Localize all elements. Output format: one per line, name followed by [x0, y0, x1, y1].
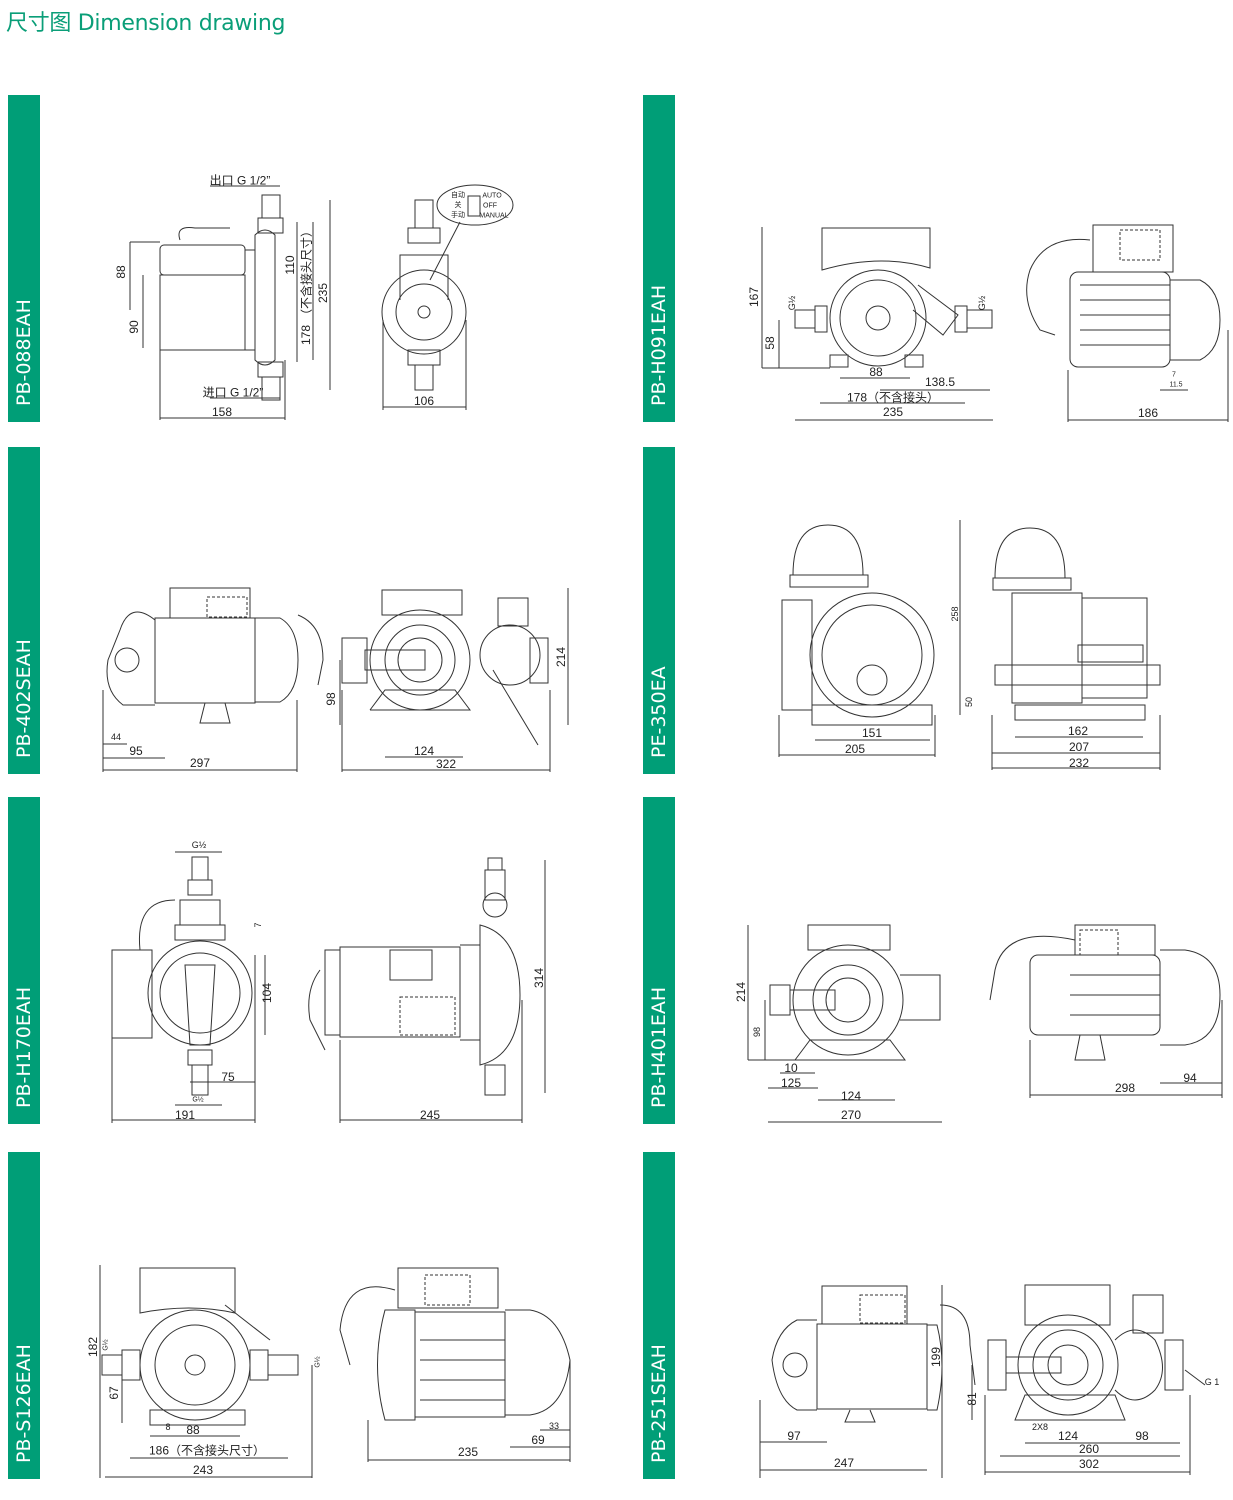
dimension-label: 178（不含接头） [846, 390, 940, 405]
dimension-label: 314 [532, 967, 546, 989]
inlet-label: 进口 G 1/2” [202, 385, 264, 400]
dimension-label: 88 [869, 365, 883, 379]
dimension-note: （不含接头尺寸） [299, 224, 314, 322]
model-banner: PB-S126EAH [8, 1152, 40, 1479]
dimension-label: 186（不含接头尺寸） [148, 1443, 266, 1458]
thread-label: G½ [192, 1096, 204, 1104]
dimension-label: 97 [787, 1429, 801, 1443]
thread-label: G½ [314, 1356, 322, 1368]
outlet-label: 出口 G 1/2” [209, 173, 271, 188]
dimension-label: 69 [531, 1433, 545, 1447]
thread-label: G½ [977, 295, 987, 311]
model-banner: PB-088EAH [8, 95, 40, 422]
model-banner: PE-350EA [643, 447, 675, 774]
switch-label: 手动 [451, 212, 465, 219]
pump-drawing-pb-s126eah [99, 1265, 571, 1478]
dimension-label: 297 [189, 756, 211, 770]
dimension-label: 235 [316, 282, 330, 304]
switch-label: 关 [454, 202, 462, 209]
dimension-label: 124 [840, 1089, 862, 1103]
dimension-label: 232 [1068, 756, 1090, 770]
model-banner: PB-H401EAH [643, 797, 675, 1124]
dimension-label: 44 [110, 732, 122, 742]
dimension-label: 7 [253, 922, 263, 928]
model-banner: PB-402SEAH [8, 447, 40, 774]
pump-drawing-pe-350ea [778, 520, 1161, 770]
dimension-label: 67 [107, 1386, 121, 1400]
pump-drawing-pb-h170eah [111, 851, 546, 1123]
dimension-label: 75 [221, 1070, 235, 1084]
dimension-label: 88 [114, 265, 128, 279]
dimension-label: 94 [1183, 1071, 1197, 1085]
dimension-label: 167 [747, 286, 761, 308]
dimension-label: 178 [299, 324, 313, 346]
dimension-label: 182 [86, 1336, 100, 1358]
dimension-label: 7 [1172, 371, 1176, 379]
dimension-label: 106 [413, 394, 435, 408]
thread-label: G½ [102, 1339, 110, 1351]
thread-label: G½ [787, 295, 797, 311]
dimension-label: 124 [1057, 1429, 1079, 1443]
dimension-label: 98 [324, 692, 338, 706]
dimension-label: 186 [1137, 406, 1159, 420]
dimension-label: 104 [260, 982, 274, 1004]
pump-drawing-pb-088eah [129, 184, 514, 420]
model-banner: PB-251SEAH [643, 1152, 675, 1479]
thread-label: G 1 [1204, 1377, 1220, 1387]
dimension-label: 235 [882, 405, 904, 419]
dimension-label: 58 [763, 336, 777, 350]
pump-drawing-pb-402seah [102, 587, 569, 772]
dimension-label: 205 [844, 742, 866, 756]
dimension-label: 207 [1068, 740, 1090, 754]
dimension-label: 10 [784, 1061, 798, 1075]
switch-label: 自动 [451, 192, 465, 199]
pump-drawing-pb-h091eah [761, 224, 1229, 422]
dimension-label: 33 [548, 1421, 560, 1431]
switch-label: AUTO [482, 192, 502, 200]
dimension-label: 158 [211, 405, 233, 419]
dimension-label: 88 [186, 1423, 200, 1437]
switch-label: OFF [483, 202, 497, 210]
dimension-label: 162 [1067, 724, 1089, 738]
dimension-label: 81 [965, 1392, 979, 1406]
dimension-label: 214 [554, 646, 568, 668]
dimension-label: 11.5 [1169, 381, 1183, 389]
page-title: 尺寸图 Dimension drawing [6, 11, 286, 36]
dimension-label: 98 [752, 1026, 762, 1038]
model-banner: PB-H170EAH [8, 797, 40, 1124]
dimension-label: 90 [127, 320, 141, 334]
model-banner: PB-H091EAH [643, 95, 675, 422]
dimension-label: 124 [413, 744, 435, 758]
dimension-label: 2X8 [1031, 1422, 1049, 1432]
dimension-label: 247 [833, 1456, 855, 1470]
dimension-label: 50 [964, 696, 974, 708]
pump-drawing-pb-h401eah [747, 924, 1223, 1123]
dimension-label: 245 [419, 1108, 441, 1122]
dimension-label: 151 [861, 726, 883, 740]
dimension-label: 260 [1078, 1442, 1100, 1456]
dimension-label: 235 [457, 1445, 479, 1459]
dimension-label: 8 [165, 1422, 171, 1432]
dimension-label: 298 [1114, 1081, 1136, 1095]
dimension-label: 98 [1135, 1429, 1149, 1443]
dimension-label: 110 [283, 255, 297, 275]
dimension-label: 95 [129, 744, 143, 758]
thread-label: G½ [191, 840, 207, 850]
dimension-label: 258 [950, 606, 960, 622]
dimension-label: 302 [1078, 1457, 1100, 1471]
dimension-label: 322 [435, 757, 457, 771]
pump-drawing-pb-251seah [759, 1284, 1206, 1478]
dimension-label: 191 [174, 1108, 196, 1122]
dimension-label: 243 [192, 1463, 214, 1477]
dimension-label: 125 [780, 1076, 802, 1090]
dimension-label: 138.5 [924, 375, 956, 389]
switch-label: MANUAL [479, 212, 509, 220]
dimension-label: 214 [734, 981, 748, 1003]
dimension-label: 270 [840, 1108, 862, 1122]
dimension-label: 199 [929, 1346, 943, 1368]
